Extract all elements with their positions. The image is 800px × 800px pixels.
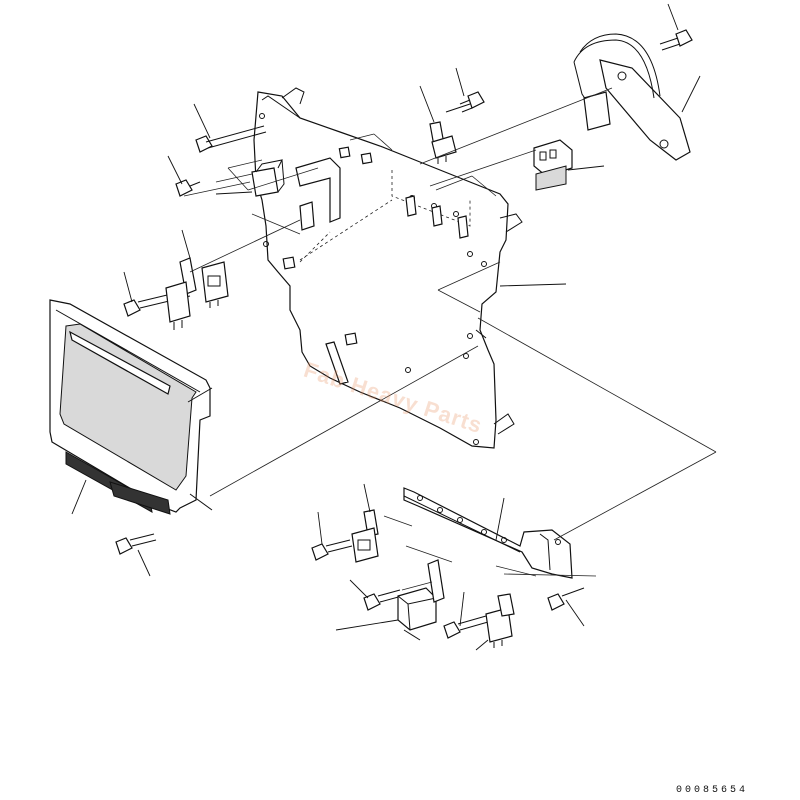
relay-bracket-left <box>165 257 197 330</box>
relay-plate-left <box>251 157 341 231</box>
relay-lower-1 <box>351 527 379 563</box>
callout-leaders <box>71 3 701 651</box>
harness-connector-top-right <box>573 33 691 161</box>
connector-top-mid-right <box>533 139 573 191</box>
screw-left <box>175 179 201 197</box>
small-relay-top <box>429 121 457 164</box>
lower-bracket-assembly <box>363 487 573 579</box>
bolt-lower-1 <box>311 539 353 561</box>
relay-lower-flasher <box>397 587 437 641</box>
bolt-ecm-lower <box>115 533 157 555</box>
bolt-lower-3 <box>443 615 489 639</box>
drawing-number: 00085654 <box>675 785 748 796</box>
bolt-lower-2 <box>363 589 403 611</box>
bolt-top-right <box>659 29 693 51</box>
relay-lower-2 <box>485 593 515 648</box>
plate-relay-clips <box>325 195 469 385</box>
clip-lower <box>427 559 445 603</box>
bolt-mid-left <box>123 289 191 317</box>
assembly-guide-lines <box>183 87 717 591</box>
bolt-top-left <box>195 125 267 153</box>
relay-mid-left <box>201 261 229 308</box>
ecm-controller <box>49 299 213 515</box>
bolt-top-middle <box>445 91 485 113</box>
bolt-lower-4 <box>547 587 585 611</box>
